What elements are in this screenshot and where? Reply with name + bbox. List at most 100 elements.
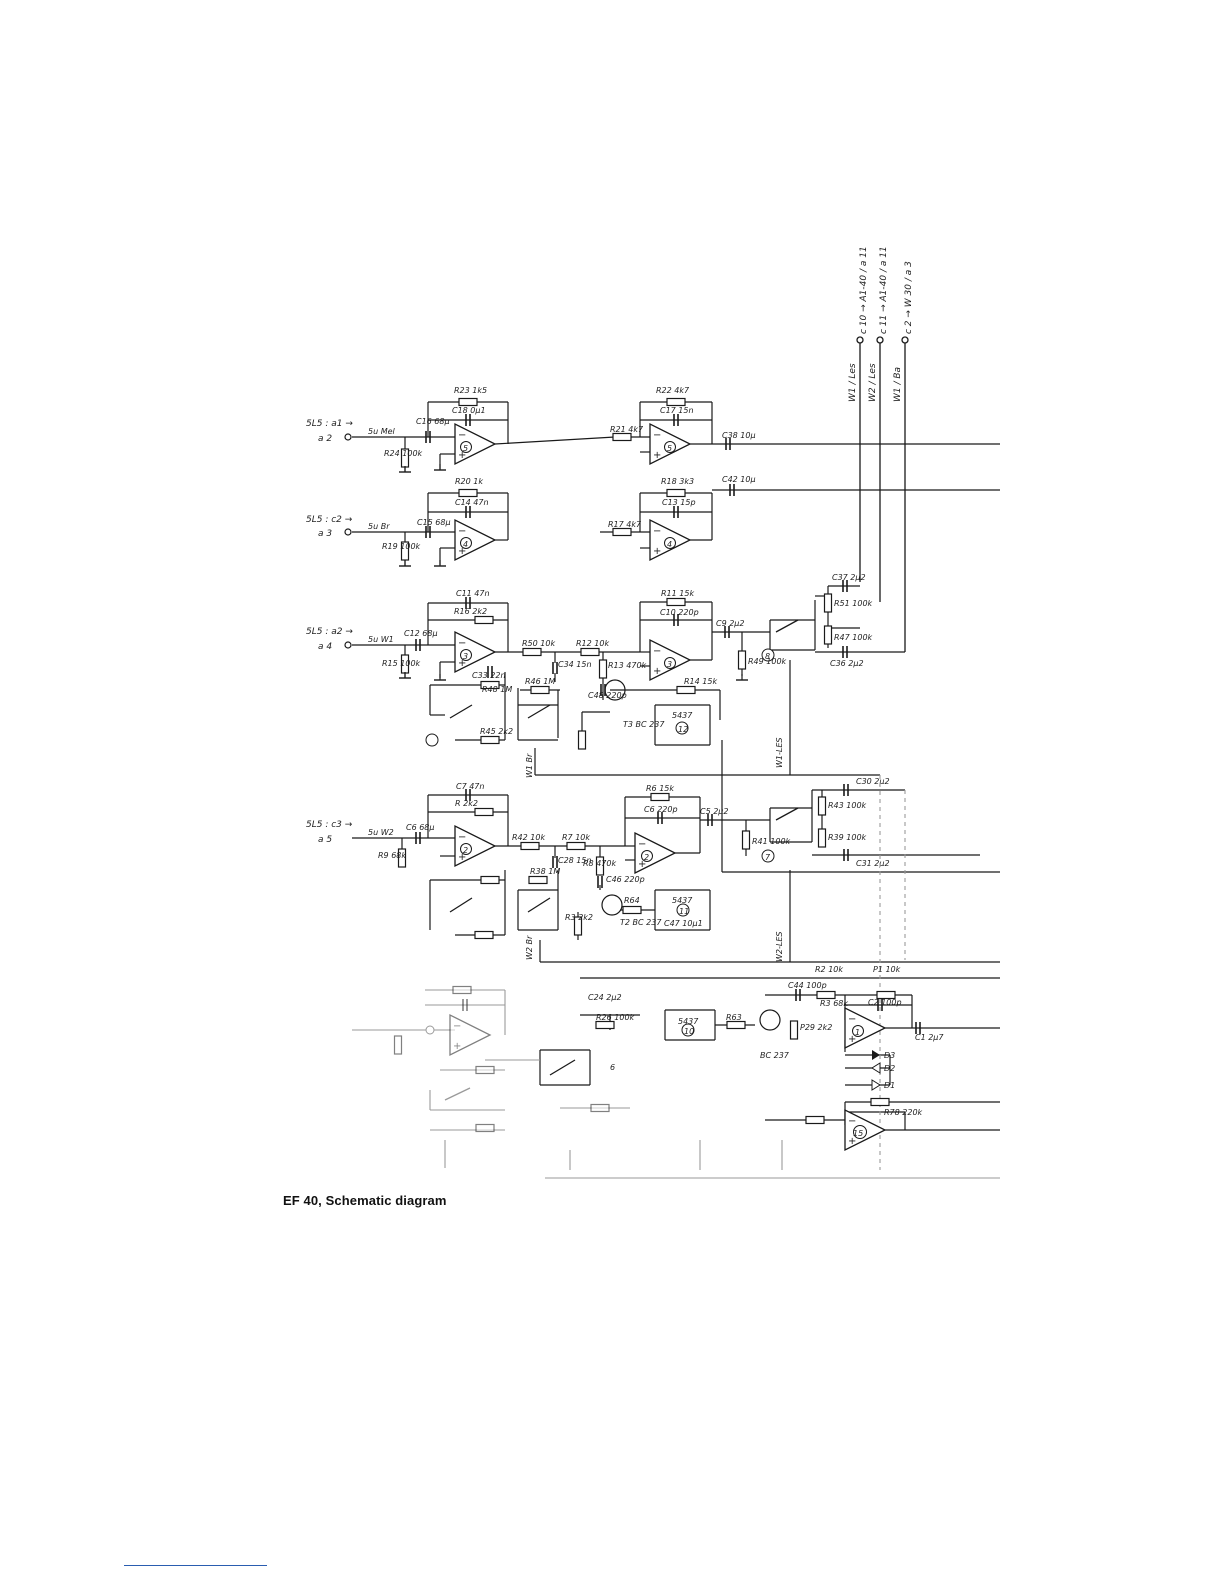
label-r13: R13 470k [608, 661, 647, 670]
label-c6: C6 220p [644, 805, 678, 814]
label-r43: R43 100k [828, 801, 867, 810]
ic-10-id: 10 [684, 1027, 694, 1036]
stage-mixer [539, 977, 1000, 1131]
ic-10-part: 5437 [678, 1017, 699, 1026]
ic-12-part: 5437 [672, 711, 693, 720]
stage-w2 [352, 740, 1000, 963]
label-r46: R46 1M [525, 677, 555, 686]
label-r15: R15 100k [382, 659, 421, 668]
label-c47: C47 10μ1 [664, 919, 703, 928]
input-4-net: 5u W2 [368, 828, 394, 837]
label-c42: C42 10μ [722, 475, 756, 484]
label-c11: C11 47n [456, 589, 490, 598]
opamp-4b-label: 4 [667, 540, 672, 549]
label-c24: C24 2μ2 [588, 993, 622, 1002]
label-c38: C38 10μ [722, 431, 756, 440]
figure-caption: EF 40, Schematic diagram [283, 1193, 447, 1208]
input-4-connector: 5L5 : c3 → [306, 820, 353, 830]
label-r78: R78 220k [884, 1108, 923, 1117]
input-3-net: 5u W1 [368, 635, 394, 644]
output-connectors [856, 336, 909, 652]
bus-w2-les: W2-LES [775, 932, 784, 962]
opamp-5b-label: 5 [667, 444, 672, 453]
label-r3-68k: R3 68k [820, 999, 848, 1008]
opamp-5a-label: 5 [463, 444, 468, 453]
label-c46: C46 220p [606, 875, 645, 884]
output-label-2: c 11 → A1-40 / a 11 [879, 246, 889, 334]
label-c16: C16 68μ [416, 417, 450, 426]
label-r39: R39 100k [828, 833, 867, 842]
label-c15: C15 68μ [417, 518, 451, 527]
label-p29: P29 2k2 [800, 1023, 832, 1032]
opamp-15-label: 15 [853, 1129, 863, 1138]
opamp-3b-label: 3 [667, 660, 672, 669]
label-r2: R2 10k [815, 965, 843, 974]
label-r21: R21 4k7 [610, 425, 644, 434]
label-r49: R49 100k [748, 657, 787, 666]
input-1-pin: a 2 [318, 434, 332, 444]
label-c7: C7 47n [456, 782, 484, 791]
label-c2: C2 100p [868, 998, 902, 1007]
label-r19: R19 100k [382, 542, 421, 551]
transistor-t3: T3 BC 237 [623, 720, 665, 729]
label-r7: R7 10k [562, 833, 590, 842]
label-r20: R20 1k [455, 477, 483, 486]
stage-mixer-faint [352, 775, 1000, 1179]
stage-w1 [352, 585, 905, 776]
label-r42: R42 10k [512, 833, 545, 842]
label-p1: P1 10k [873, 965, 901, 974]
ic-12-id: 12 [678, 725, 688, 734]
label-r63: R63 [726, 1013, 742, 1022]
input-1-net: 5u Mel [368, 427, 396, 436]
switch-node-6: 6 [610, 1063, 615, 1072]
transistor-t2: T2 BC 237 [620, 918, 662, 927]
opamp-2b-label: 2 [644, 853, 649, 862]
bus-w1-br: W1 Br [525, 753, 534, 778]
label-r3-2k2: R3 2k2 [565, 913, 593, 922]
input-1-connector: 5L5 : a1 → [306, 419, 353, 429]
label-r8: R8 470k [583, 859, 616, 868]
stage-mel [352, 401, 1000, 472]
label-r50: R50 10k [522, 639, 555, 648]
output-net-3: W1 / Ba [893, 367, 903, 402]
label-c31: C31 2μ2 [856, 859, 890, 868]
label-c14: C14 47n [455, 498, 489, 507]
label-c37: C37 2μ2 [832, 573, 866, 582]
label-r12: R12 10k [576, 639, 609, 648]
input-3-connector: 5L5 : a2 → [306, 627, 353, 637]
label-r6: R6 15k [646, 784, 674, 793]
label-r45: R45 2k2 [480, 727, 513, 736]
label-r41: R41 100k [752, 837, 791, 846]
label-c36: C36 2μ2 [830, 659, 864, 668]
input-3-pin: a 4 [318, 642, 332, 652]
label-r11: R11 15k [661, 589, 694, 598]
label-r23: R23 1k5 [454, 386, 487, 395]
label-c17: C17 15n [660, 406, 694, 415]
label-c28: C28 15n [558, 856, 592, 865]
label-d3: D3 [884, 1051, 895, 1060]
input-2-pin: a 3 [318, 529, 332, 539]
label-r51: R51 100k [834, 599, 873, 608]
label-r47: R47 100k [834, 633, 873, 642]
label-r24: R24 100k [384, 449, 423, 458]
label-c9: C9 2μ2 [716, 619, 745, 628]
label-r9: R9 68k [378, 851, 406, 860]
label-d2: D2 [884, 1064, 895, 1073]
label-c13: C13 15p [662, 498, 696, 507]
input-4-pin: a 5 [318, 835, 332, 845]
label-r17: R17 4k7 [608, 520, 642, 529]
output-net-1: W1 / Les [848, 363, 858, 402]
label-c30: C30 2μ2 [856, 777, 890, 786]
label-r48: R48 1M [482, 685, 512, 694]
label-c33: C33 22n [472, 671, 506, 680]
output-label-1: c 10 → A1-40 / a 11 [859, 246, 869, 334]
transistor-t1: BC 237 [760, 1051, 790, 1060]
label-c6-in: C6 68μ [406, 823, 435, 832]
output-net-2: W2 / Les [868, 363, 878, 402]
input-2-net: 5u Br [368, 522, 390, 531]
label-r64: R64 [624, 896, 640, 905]
footnote-rule [124, 1565, 267, 1566]
label-d1: D1 [884, 1081, 895, 1090]
switch-node-7: 7 [765, 853, 771, 862]
